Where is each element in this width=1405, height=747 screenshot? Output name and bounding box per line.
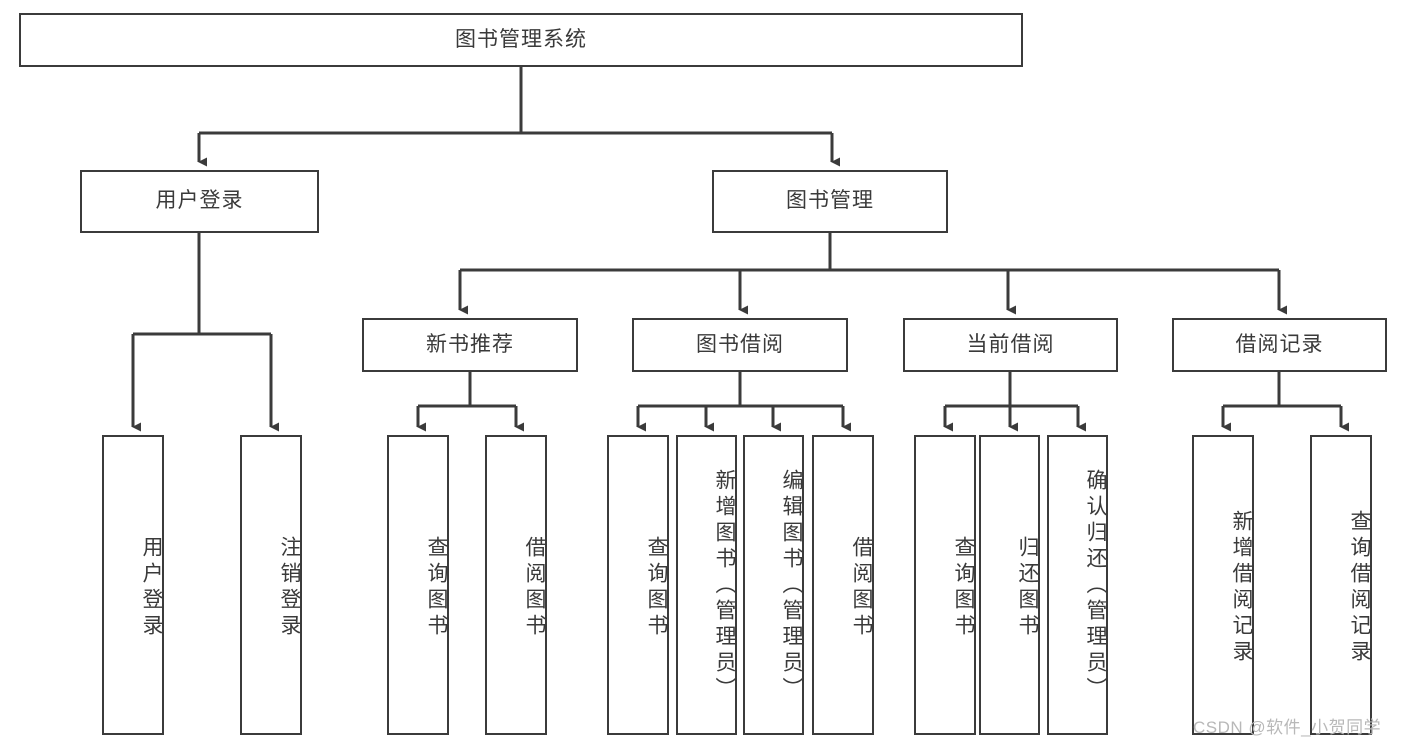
node-borrow-record[interactable]: 借阅记录: [1172, 318, 1387, 372]
node-user-login[interactable]: 用户登录: [80, 170, 319, 233]
node-book-management-label: 图书管理: [786, 189, 874, 213]
leaf-query-borrow-record[interactable]: 查询借阅记录: [1310, 435, 1372, 735]
node-root-label: 图书管理系统: [455, 27, 587, 51]
node-new-book-recommend[interactable]: 新书推荐: [362, 318, 578, 372]
leaf-query-borrow-record-label: 查询借阅记录: [1348, 510, 1371, 666]
leaf-add-borrow-record[interactable]: 新增借阅记录: [1192, 435, 1254, 735]
node-book-management[interactable]: 图书管理: [712, 170, 948, 233]
leaf-return-book-label: 归还图书: [1016, 536, 1039, 640]
node-current-borrow[interactable]: 当前借阅: [903, 318, 1118, 372]
leaf-user-login-label: 用户登录: [140, 536, 163, 640]
leaf-query-book-recommend[interactable]: 查询图书: [387, 435, 449, 735]
leaf-query-book-current-label: 查询图书: [952, 536, 975, 640]
leaf-borrow-book[interactable]: 借阅图书: [812, 435, 874, 735]
watermark: CSDN @软件_小贺同学: [1193, 718, 1382, 737]
node-book-borrow[interactable]: 图书借阅: [632, 318, 848, 372]
node-book-borrow-label: 图书借阅: [696, 332, 784, 356]
leaf-query-book-borrow[interactable]: 查询图书: [607, 435, 669, 735]
leaf-edit-book-admin-label: 编辑图书（管理员）: [780, 469, 803, 703]
leaf-borrow-book-label: 借阅图书: [850, 536, 873, 640]
leaf-user-logout-label: 注销登录: [278, 536, 301, 640]
leaf-query-book-current[interactable]: 查询图书: [914, 435, 976, 735]
leaf-add-book-admin-label: 新增图书（管理员）: [713, 469, 736, 703]
leaf-query-book-borrow-label: 查询图书: [645, 536, 668, 640]
leaf-user-login[interactable]: 用户登录: [102, 435, 164, 735]
leaf-borrow-book-recommend-label: 借阅图书: [523, 536, 546, 640]
node-user-login-label: 用户登录: [155, 189, 244, 213]
leaf-add-book-admin[interactable]: 新增图书（管理员）: [676, 435, 737, 735]
leaf-return-book[interactable]: 归还图书: [979, 435, 1040, 735]
leaf-add-borrow-record-label: 新增借阅记录: [1230, 510, 1253, 666]
leaf-edit-book-admin[interactable]: 编辑图书（管理员）: [743, 435, 804, 735]
node-root[interactable]: 图书管理系统: [19, 13, 1023, 67]
node-new-book-recommend-label: 新书推荐: [426, 332, 514, 356]
node-current-borrow-label: 当前借阅: [966, 332, 1055, 356]
leaf-confirm-return-admin-label: 确认归还（管理员）: [1084, 469, 1107, 703]
node-borrow-record-label: 借阅记录: [1235, 332, 1324, 356]
leaf-confirm-return-admin[interactable]: 确认归还（管理员）: [1047, 435, 1108, 735]
leaf-query-book-recommend-label: 查询图书: [425, 536, 448, 640]
leaf-user-logout[interactable]: 注销登录: [240, 435, 302, 735]
leaf-borrow-book-recommend[interactable]: 借阅图书: [485, 435, 547, 735]
